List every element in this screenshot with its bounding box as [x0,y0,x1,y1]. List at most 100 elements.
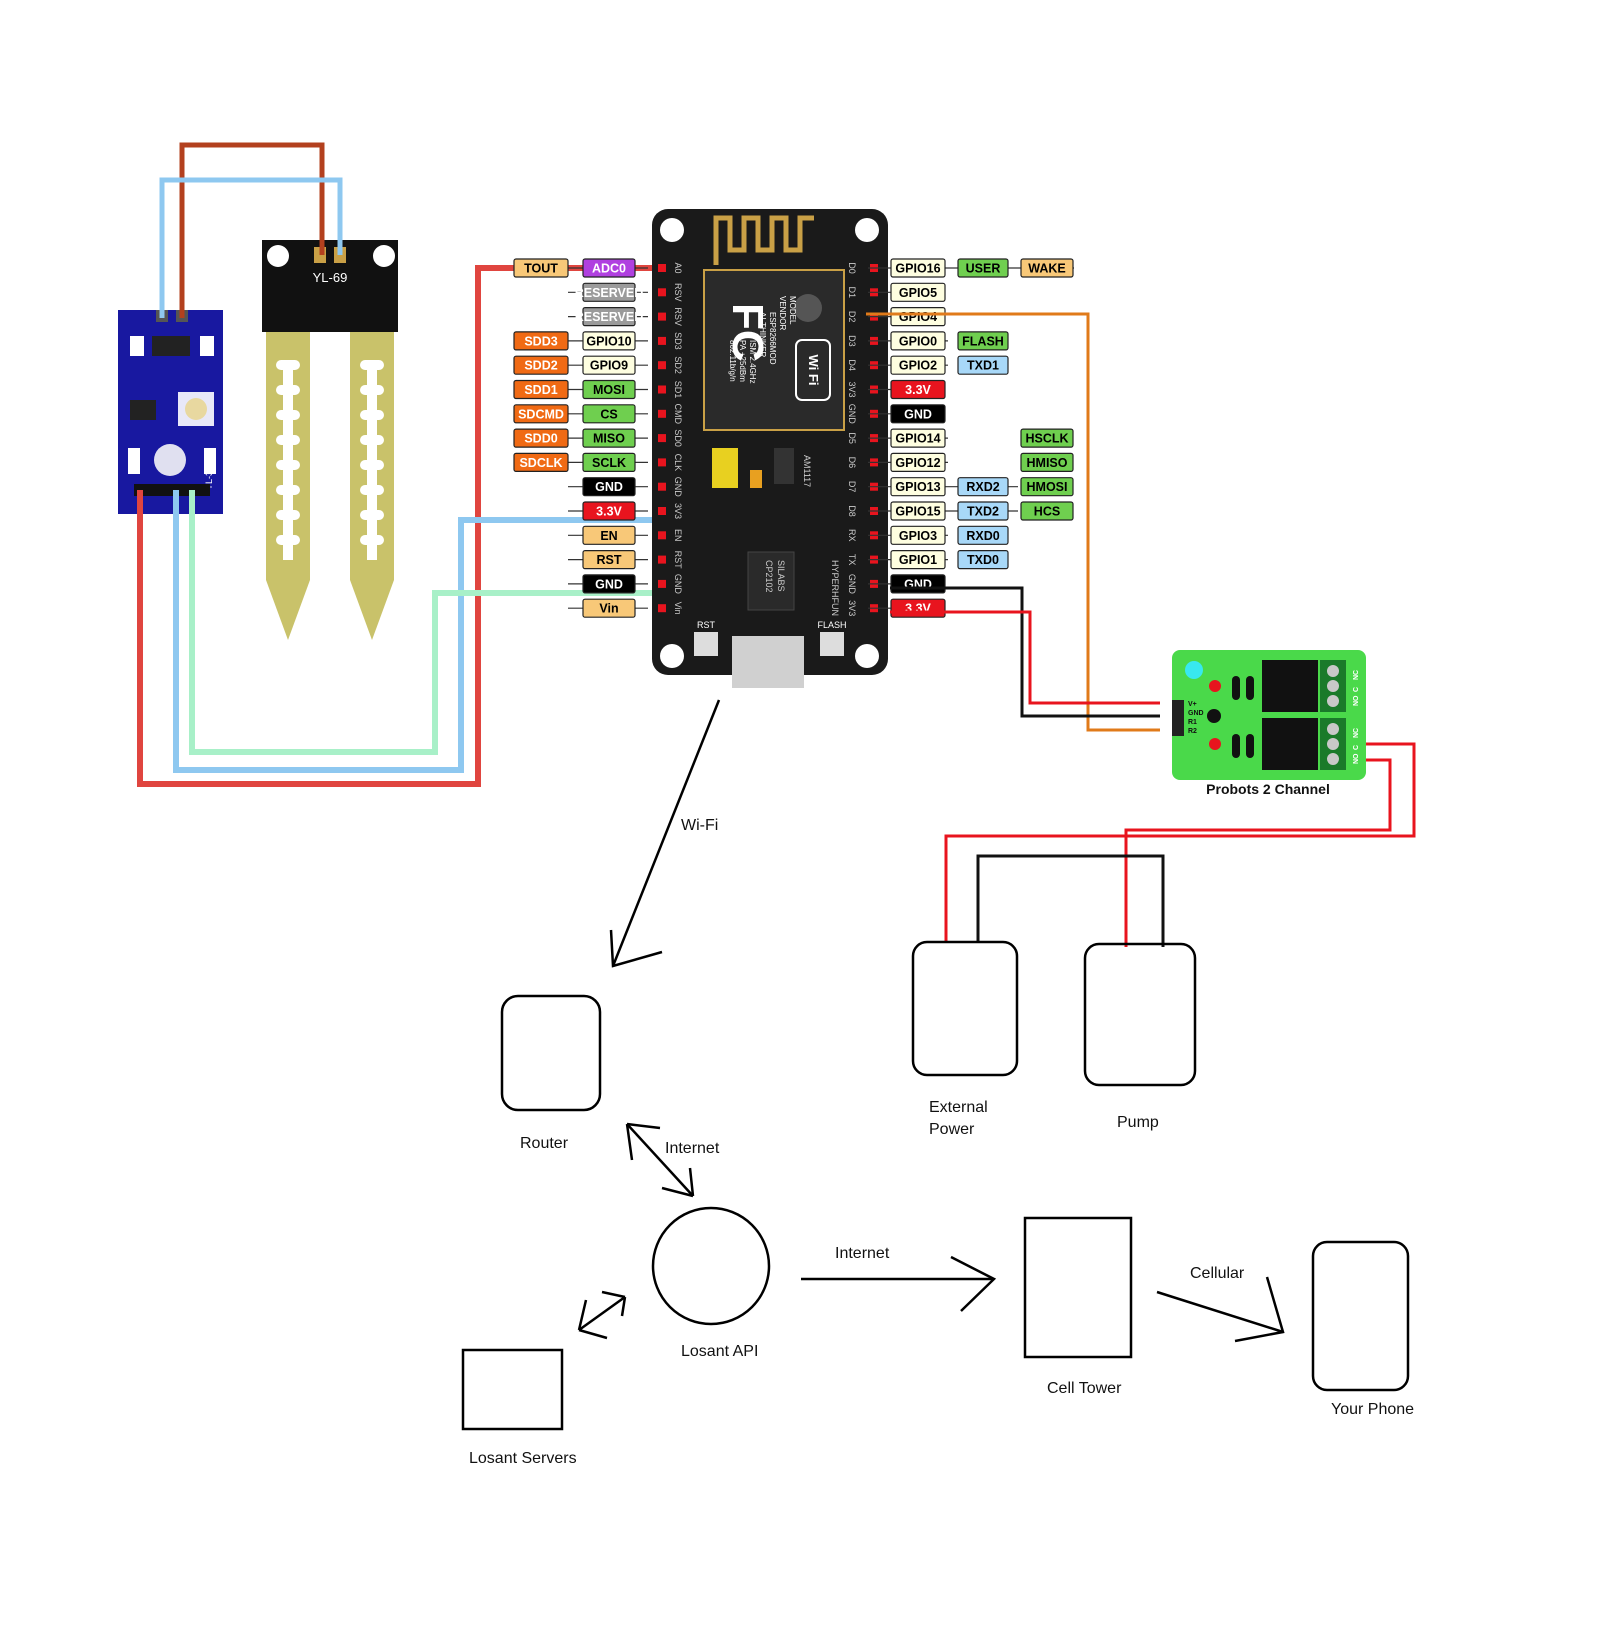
nodemcu-board: FC Wi Fi MODEL VENDOR ESP8266MOD AI-THIN… [652,209,888,688]
pin-label-text: GPIO5 [899,286,937,300]
pin-label-box [890,428,946,448]
svg-text:802.11b/g/n: 802.11b/g/n [728,340,737,382]
label-external-power-1: External [929,1099,988,1116]
wire-analog-blue [173,490,665,773]
soil-moisture-probe: YL-69 [262,240,398,640]
label-router: Router [520,1135,569,1152]
pin-label-text: RXD2 [966,480,999,494]
pin-label-text: GPIO9 [590,359,628,373]
svg-text:NC: NC [1353,670,1360,680]
pin-label-box [890,525,946,545]
pin-silkscreen: Vin [673,602,683,615]
flash-button [820,632,844,656]
label-pump: Pump [1117,1114,1159,1131]
pin-silkscreen: SD0 [673,429,683,447]
label-your-phone: Your Phone [1331,1401,1414,1418]
pin-label-text: HCS [1034,505,1060,519]
arrow-cellular [1156,1290,1284,1334]
arrowhead-router [625,1122,661,1161]
wire-pump-red [1124,758,1392,947]
pin-label-box [582,355,636,375]
header-pin [658,385,666,394]
svg-text:RST: RST [697,620,716,630]
probe-mount-hole [267,245,289,267]
pin-label-box [513,452,569,472]
pin-label-text: SCLK [592,456,626,470]
pin-silkscreen: SD2 [673,356,683,374]
router-box [500,994,602,1112]
pin-label-box [582,549,636,570]
header-pin [658,555,666,564]
pin-label-text: GPIO16 [895,262,940,276]
pin-silkscreen: RX [847,529,857,542]
label-losant-api: Losant API [681,1343,758,1360]
header-pin [658,264,666,272]
wire-probe-brown [179,142,325,318]
wire-power-pump-black [976,854,1165,947]
svg-text:ISM 2.4GHz: ISM 2.4GHz [748,340,757,384]
header-pin [658,312,666,321]
header-pin [658,458,666,467]
comparator-chip [130,400,156,420]
fc-logo: FC [723,303,772,362]
pin-label-box [582,258,636,278]
pin-label-box [582,404,636,424]
right-pin-label-row: GPIO4 [868,307,946,327]
pin-label-text: GND [904,407,932,421]
pin-label-box [582,307,636,327]
header-pin [658,531,666,540]
board-mount-hole [855,218,879,242]
relay-input-header [1172,700,1184,736]
pin-label-box [582,379,636,400]
relay-terminal-labels: NC C NO NC C NO [1353,670,1360,764]
pin-silkscreen: TX [847,554,857,566]
pcb-antenna [713,215,814,265]
arrow-internet-1 [626,1123,694,1197]
right-pin-label-row: 3.3V [868,379,946,400]
right-pin-label-row: GND [868,404,946,424]
header-pin [658,288,666,297]
arrowhead-api [661,1167,695,1198]
relay-module: NC C NO NC C NO V+ GND R1 R2 Probots 2 C… [1172,650,1366,797]
relay-caption: Probots 2 Channel [1206,781,1330,797]
pin-silkscreen: RSV [673,307,683,326]
pin-label-box [582,282,636,302]
pin-label-text: GPIO14 [895,432,940,446]
board-mount-hole [855,644,879,668]
pin-label-text: FLASH [962,334,1004,348]
pin-label-box [513,355,569,375]
pin-label-text: GPIO15 [895,505,940,519]
svg-text:V+: V+ [1188,701,1197,708]
module-label: YL-38 [204,466,214,490]
header-pin [658,409,666,418]
pin-label-text: RST [597,553,622,567]
pin-silkscreen: 3V3 [673,503,683,519]
pin-label-box [890,452,946,472]
pin-label-text: MOSI [593,383,625,397]
pin-label-text: EN [600,529,617,543]
left-pin-label-row: RESERVED [568,282,648,302]
pin-silkscreen: D3 [847,335,857,347]
arrowhead-tower [950,1255,997,1312]
micro-usb-port [732,636,804,688]
pin-label-box [1020,452,1074,472]
losant-api-circle [651,1206,771,1326]
pin-label-box [890,477,946,497]
arrow-wifi [611,699,721,967]
right-pin-label-row: GPIO5 [868,282,946,302]
pin-silkscreen: GND [673,477,683,498]
svg-text:NC: NC [1353,728,1360,738]
pin-label-box [957,549,1009,570]
pin-label-box [890,355,946,375]
relay-led [1185,661,1203,679]
wire-signal-orange [866,312,1160,732]
svg-text:R2: R2 [1188,728,1197,735]
pin-label-box [513,428,569,448]
